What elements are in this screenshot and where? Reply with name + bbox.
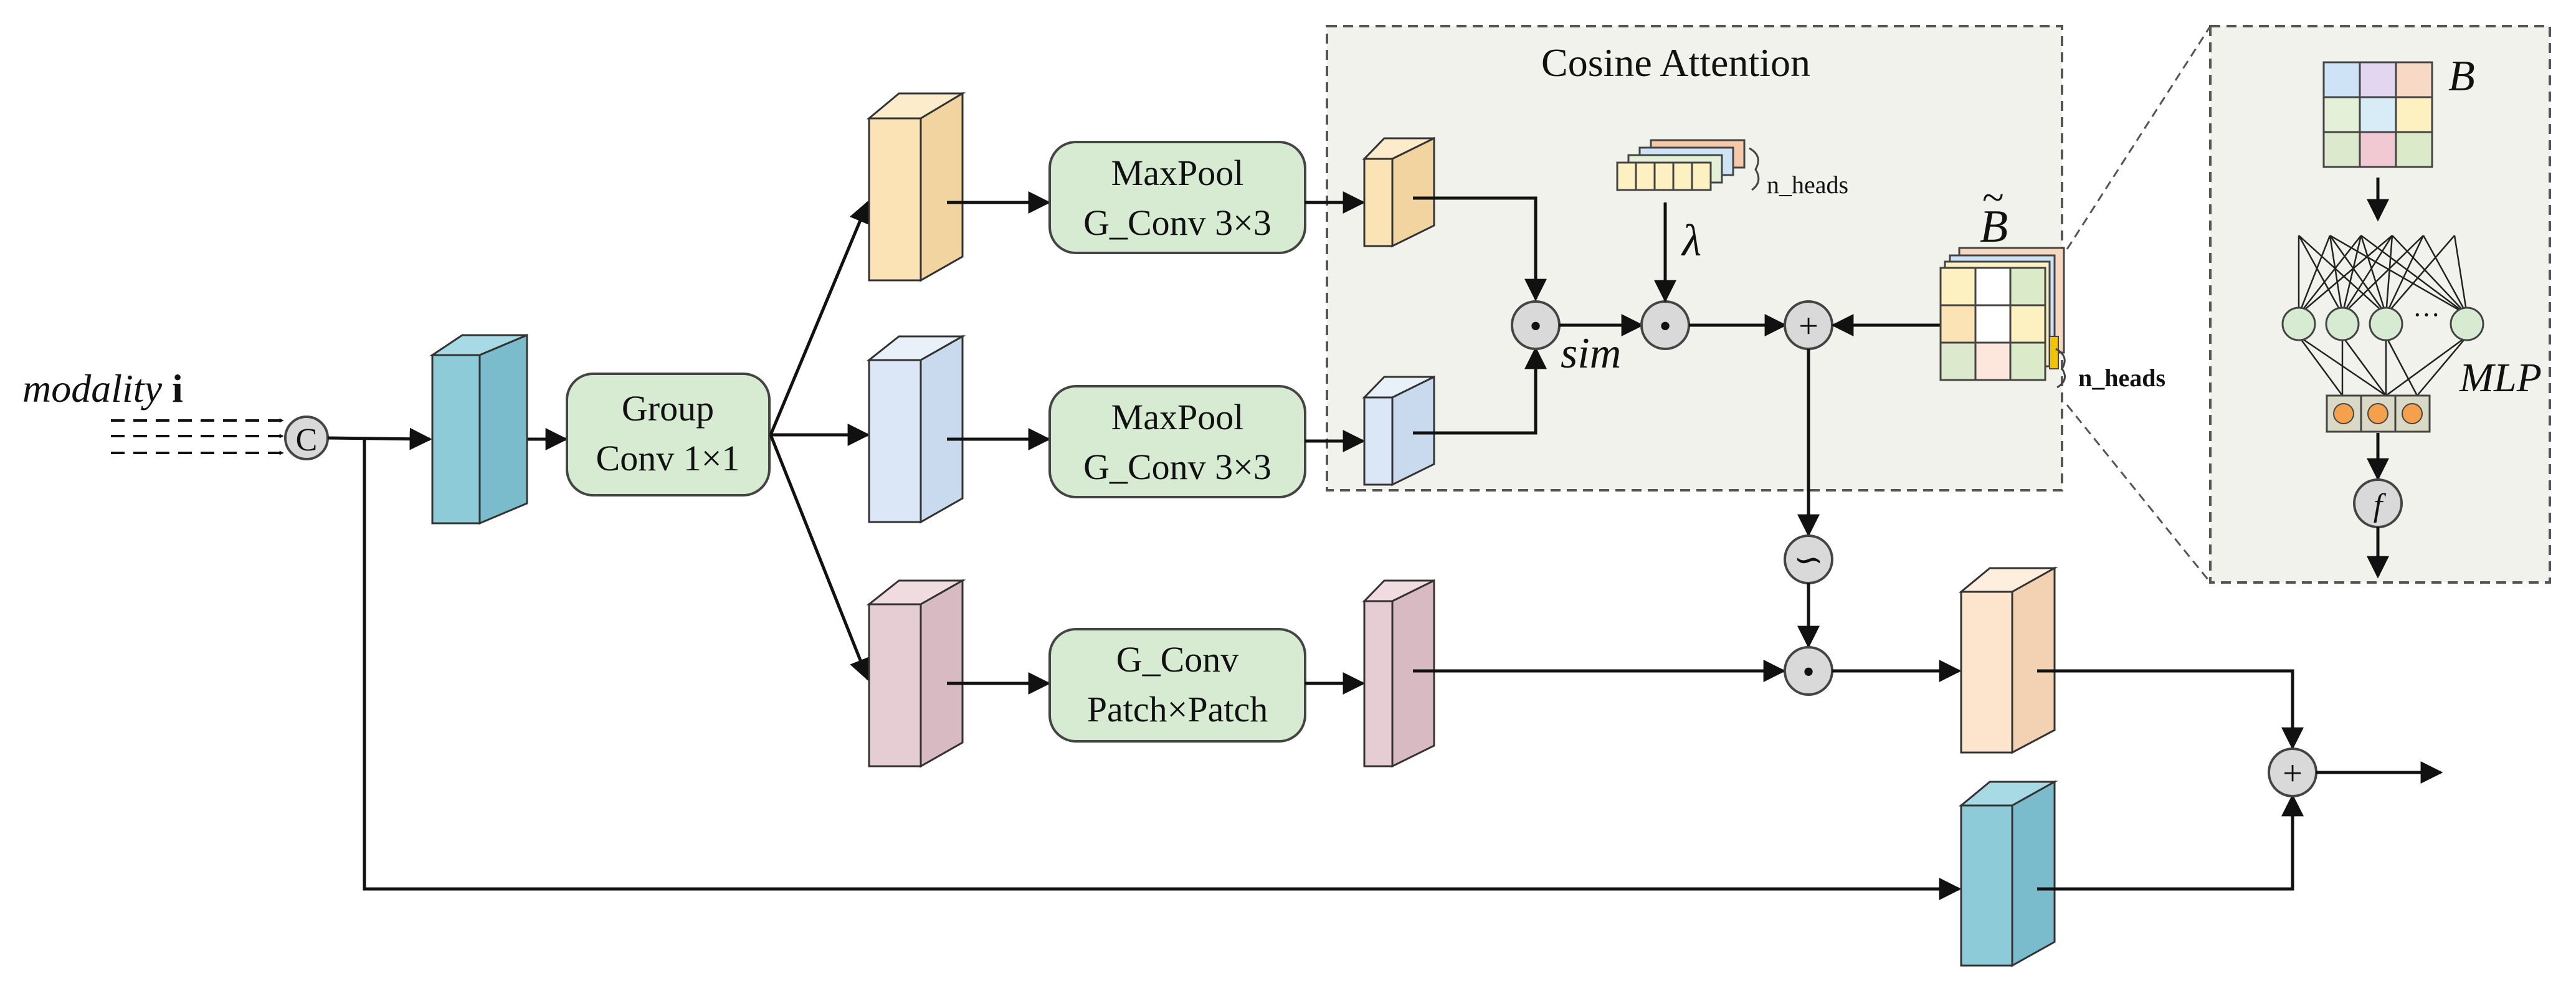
n-heads-label-bias: n_heads: [2078, 364, 2165, 392]
edge-skip-to-residual: [2037, 794, 2304, 891]
attention-output-cube: [1958, 566, 2058, 754]
zoom-connector-top: [2066, 26, 2212, 250]
attention-mult-symbol: •: [1802, 653, 1815, 691]
b-tilde-matrix-stack: [1939, 247, 2066, 389]
mlp-nodes: [2281, 306, 2484, 341]
input-index: i: [172, 366, 183, 411]
gconv-patch-box: [1048, 628, 1306, 743]
maxpool-b-line1: MaxPool: [1111, 397, 1244, 437]
b-tilde-accent: ~: [1982, 175, 2004, 219]
edge-key-to-dot: [1413, 346, 1547, 435]
lambda-head-stack: [1616, 139, 1760, 191]
zoom-connector-bottom: [2066, 404, 2212, 583]
b-matrix-grid: [2322, 61, 2433, 168]
maxpool-a-line1: MaxPool: [1111, 153, 1244, 193]
edge-output-to-residual: [2037, 669, 2304, 750]
bias-plus-symbol: +: [1799, 307, 1818, 346]
input-label: modality i: [22, 366, 183, 411]
skip-feature-cube: [1958, 780, 2058, 967]
key-cube-blue: [1362, 375, 1435, 487]
residual-plus-symbol: +: [2283, 754, 2303, 793]
b-tilde-label: B: [1980, 201, 2008, 252]
maxpool-b-line2: G_Conv 3×3: [1083, 447, 1271, 487]
group-conv-line2: Conv 1×1: [596, 438, 740, 478]
cosine-attention-panel: [1326, 25, 2063, 492]
branch-cube-pink: [866, 579, 966, 768]
edge-concat-to-teal: [327, 427, 432, 450]
sim-dot-symbol: •: [1529, 307, 1542, 346]
concat-symbol: C: [296, 422, 318, 458]
edge-query-to-dot: [1413, 196, 1547, 302]
branch-cube-blue: [866, 335, 966, 524]
sigmoid-symbol: ∽: [1794, 539, 1824, 580]
gconv-patch-line2: Patch×Patch: [1087, 689, 1268, 729]
maxpool-gconv-box-a: [1048, 141, 1306, 254]
input-modality: modality: [22, 366, 163, 411]
query-cube-orange: [1362, 136, 1435, 248]
group-conv-box: [566, 373, 771, 496]
input-feature-cube: [429, 333, 528, 525]
edge-branch-bottom: [769, 434, 871, 682]
edge-skip-connection: [363, 439, 1962, 900]
edge-branch-top: [769, 200, 871, 435]
maxpool-a-line2: G_Conv 3×3: [1083, 202, 1271, 243]
mlp-output-vector: [2326, 394, 2431, 433]
group-conv-line1: Group: [622, 388, 714, 429]
lambda-label: λ: [1681, 216, 1701, 265]
mlp-network: [2298, 234, 2468, 397]
n-heads-label-top: n_heads: [1767, 171, 1848, 199]
mlp-label: MLP: [2459, 355, 2542, 401]
gconv-patch-line1: G_Conv: [1116, 639, 1239, 680]
cosine-attention-title: Cosine Attention: [1541, 40, 1810, 85]
lambda-dot-symbol: •: [1659, 307, 1671, 346]
sim-label: sim: [1561, 330, 1621, 378]
value-cube-pink: [1362, 579, 1435, 768]
branch-cube-orange: [866, 92, 966, 282]
mlp-ellipsis: ···: [2413, 300, 2440, 330]
b-matrix-label: B: [2448, 52, 2475, 100]
